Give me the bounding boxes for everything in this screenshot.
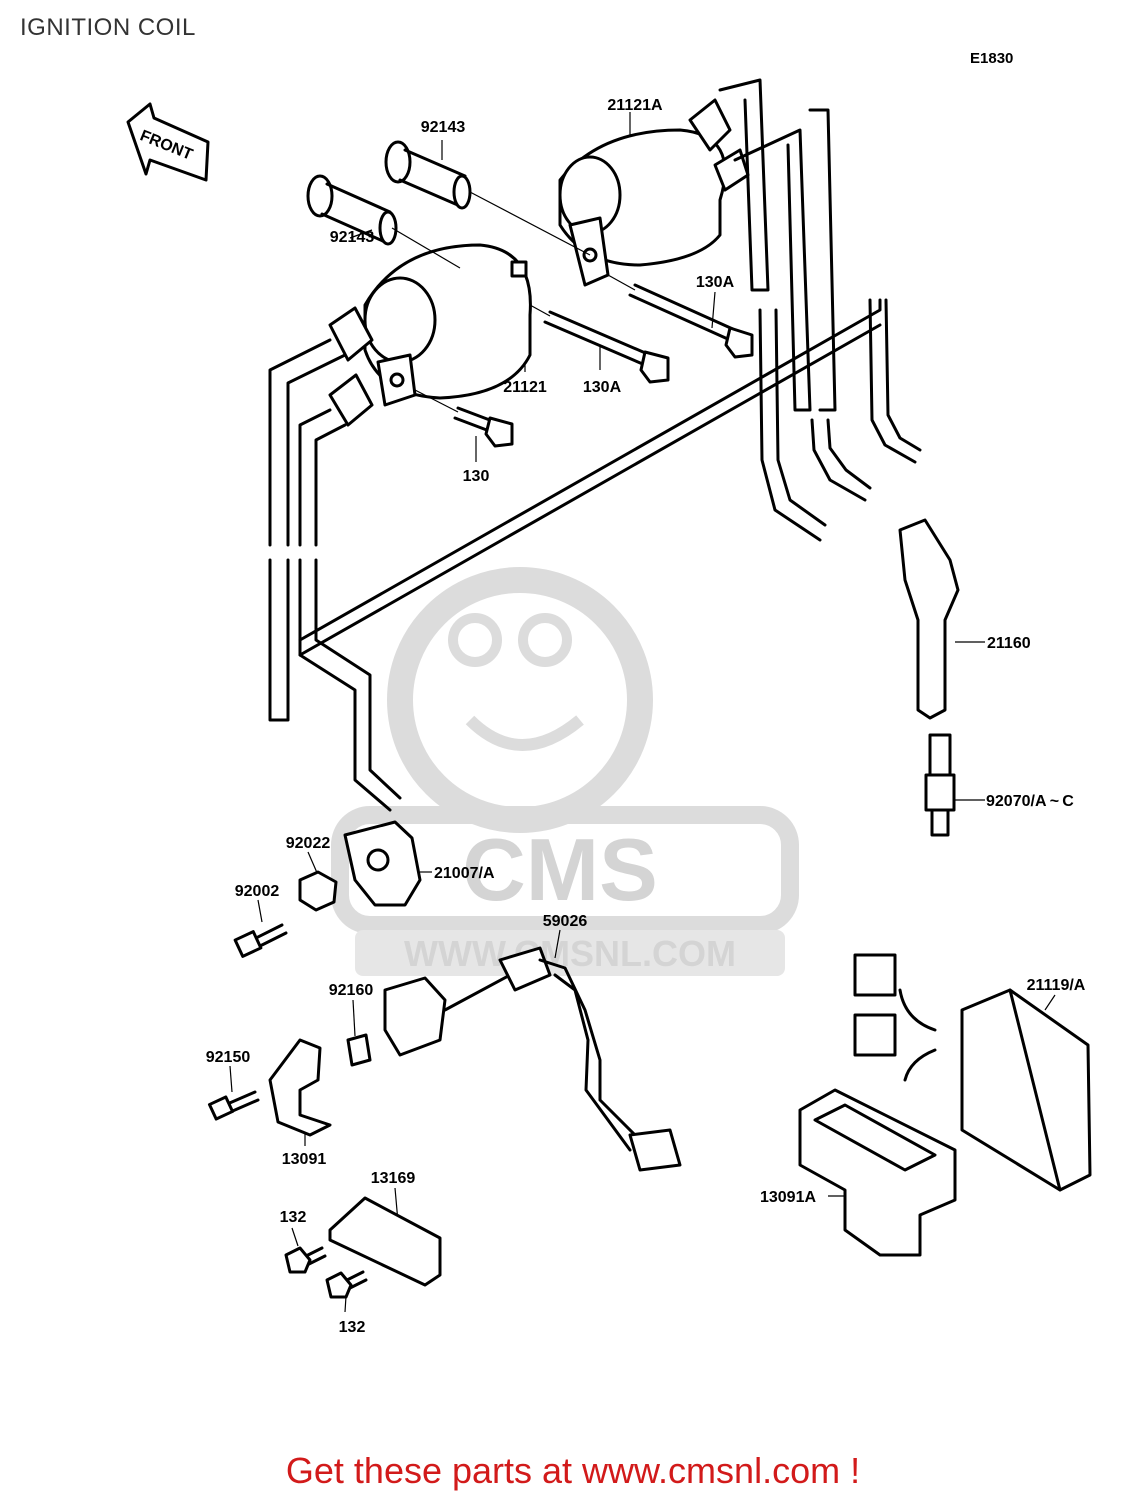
ignition-coil-21121A [558,98,750,287]
cmsnl-watermark: CMS WWW.CMSNL.COM [331,567,799,976]
plate-92160 [346,1033,372,1067]
part-label-21119: 21119/A [1027,977,1086,994]
part-label-92070: 92070/A ~ C [986,793,1074,810]
part-label-21160: 21160 [987,635,1031,652]
timing-plate-21007 [343,820,422,907]
part-label-92160: 92160 [329,982,374,999]
exploded-parts-diagram: CMS WWW.CMSNL.COM FRONT [126,78,1092,1336]
bolt-132-a [284,1246,327,1274]
spark-plug-92070 [924,733,956,837]
page-title: IGNITION COIL [20,14,196,41]
part-label-92022: 92022 [286,835,331,852]
bracket-13091 [268,1038,332,1137]
collar-92143-b [306,174,398,246]
part-labels: 21121A 92143 92143 130A 21121 130A 130 2… [206,97,1086,1336]
ignition-coil-21121 [328,243,532,427]
pickup-coil-59026 [383,946,682,1172]
part-label-13169: 13169 [371,1170,416,1187]
watermark-brand: CMS [462,820,658,919]
part-label-130A: 130A [583,379,622,396]
part-label-13091: 13091 [282,1151,327,1168]
front-arrow: FRONT [126,102,210,182]
part-label-21007: 21007/A [434,865,495,882]
part-label-13091A: 13091A [760,1189,816,1206]
nut-92022 [298,870,338,912]
holder-13091A [798,1088,957,1257]
part-label-92150: 92150 [206,1049,251,1066]
part-label-132: 132 [280,1209,307,1226]
bolt-92002 [233,923,288,958]
part-label-92002: 92002 [235,883,280,900]
plug-cap-21160 [898,518,960,720]
plug-leads [268,78,922,812]
bracket-13169 [328,1196,442,1287]
footer-promo-link[interactable]: Get these parts at www.cmsnl.com ! [285,1450,861,1491]
part-label-130: 130 [463,468,490,485]
watermark-url: WWW.CMSNL.COM [404,933,736,974]
part-label-21121A: 21121A [607,97,663,114]
bolt-130A-rear [628,283,754,359]
bolt-92150 [207,1090,260,1121]
part-label-132: 132 [339,1319,366,1336]
bolt-132-b [325,1270,368,1299]
part-label-59026: 59026 [543,913,588,930]
igniter-21119 [853,953,1092,1192]
bolt-130A-front [543,310,670,384]
part-label-92143: 92143 [421,119,466,136]
part-label-21121: 21121 [503,379,547,396]
leader-lines [229,112,1056,1313]
bolt-130 [453,406,514,448]
part-label-130A: 130A [696,274,735,291]
diagram-code: E1830 [970,50,1014,67]
collar-92143-a [384,140,472,210]
mounting-line [298,298,882,657]
part-label-92143: 92143 [330,229,375,246]
